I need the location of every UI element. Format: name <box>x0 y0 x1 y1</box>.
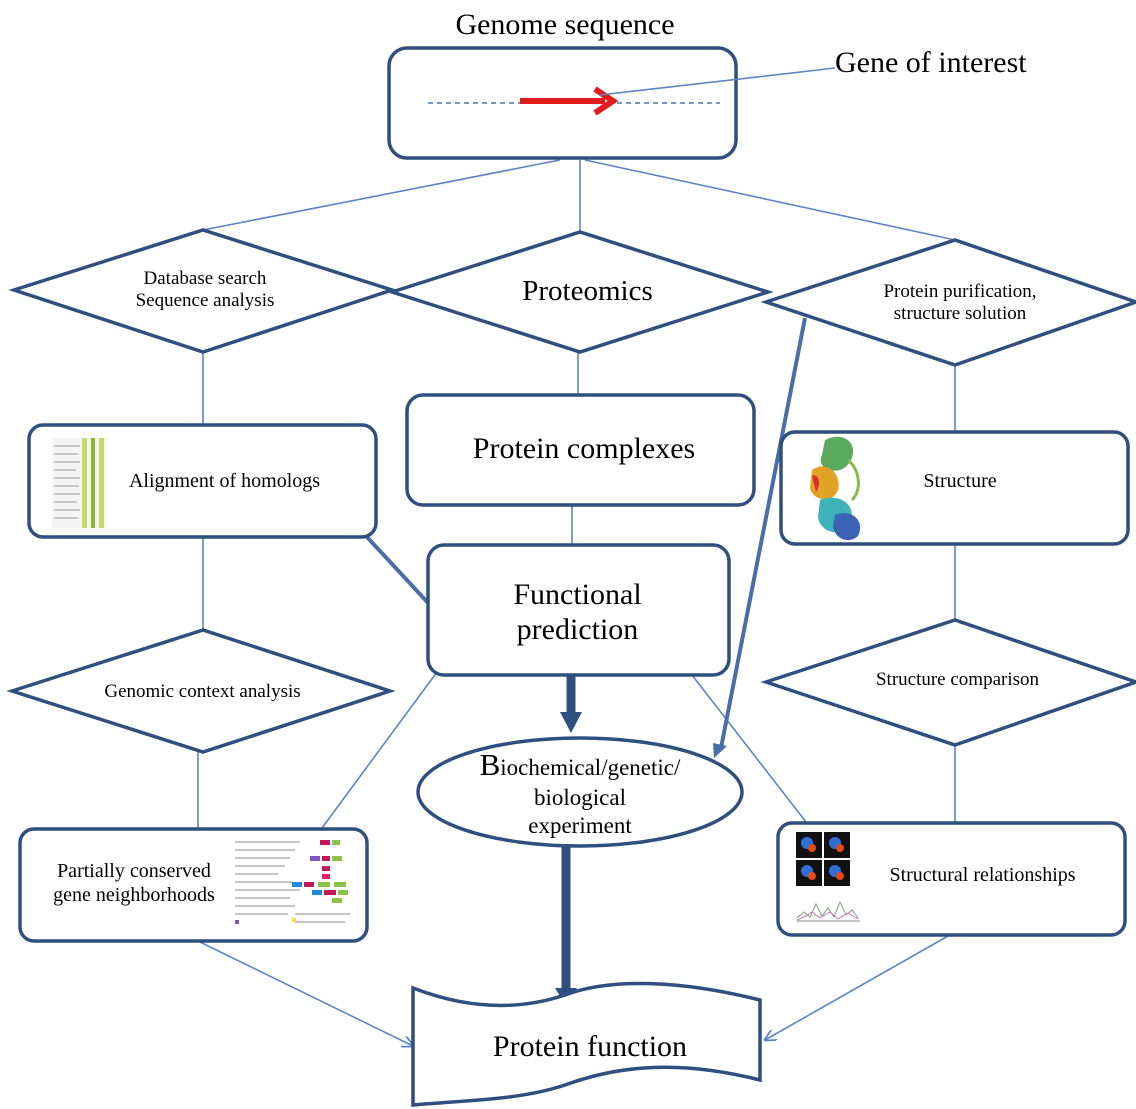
arrowhead-purification-experiment <box>713 743 727 758</box>
experiment-rest: iochemical/genetic/ biological experimen… <box>500 755 681 838</box>
neighborhoods-box <box>18 827 369 943</box>
protein-function-shape <box>411 981 762 1107</box>
protein-purification-diamond <box>760 238 1136 367</box>
experiment-label: Biochemical/genetic/ biological experime… <box>445 747 715 838</box>
structure-comparison-diamond <box>760 618 1136 747</box>
arrow-purification-experiment <box>719 317 807 749</box>
protein-function-label: Protein function <box>492 1030 688 1064</box>
gene-neighborhood-thumbnail <box>235 840 350 924</box>
arrow-neighborhoods-function <box>199 941 413 1046</box>
connector-alignment-prediction <box>365 535 432 607</box>
neighborhoods-label: Partially conserved gene neighborhoods <box>53 860 215 906</box>
structural-relationships-thumbnail <box>796 832 860 922</box>
proteomics-label: Proteomics <box>522 274 653 307</box>
structure-box <box>779 430 1130 546</box>
functional-prediction-label: Functional prediction <box>513 577 642 646</box>
gene-arrow-head <box>593 86 619 116</box>
protein-structure-thumbnail <box>810 436 861 541</box>
functional-prediction-box <box>426 543 731 677</box>
alignment-label: Alignment of homologs <box>128 470 321 493</box>
gene-pointer-line <box>599 67 836 96</box>
connector-lines <box>197 159 956 1046</box>
arrowhead-prediction-experiment <box>560 712 582 733</box>
connector-prediction-relationships <box>691 674 807 823</box>
structure-label: Structure <box>923 470 997 493</box>
experiment-ellipse <box>416 736 744 848</box>
experiment-initial: B <box>479 747 501 783</box>
genome-sequence-title: Genome sequence <box>455 8 675 42</box>
structural-relationships-box <box>776 821 1127 937</box>
genomic-context-diamond <box>6 628 396 754</box>
proteomics-diamond <box>386 230 774 354</box>
structure-comparison-label: Structure comparison <box>875 668 1040 690</box>
thick-connectors <box>365 317 807 749</box>
connector-genome-database <box>202 159 561 231</box>
structural-relationships-label: Structural relationships <box>889 864 1076 887</box>
protein-complexes-label: Protein complexes <box>472 432 696 466</box>
arrow-relationships-function <box>765 935 949 1040</box>
protein-complexes-box <box>405 393 756 507</box>
connector-genome-purification <box>584 159 956 241</box>
connector-prediction-neighborhoods <box>321 671 438 829</box>
protein-purification-label: Protein purification, structure solution <box>883 280 1037 324</box>
genomic-context-label: Genomic context analysis <box>104 680 301 702</box>
database-search-diamond <box>8 228 398 354</box>
alignment-box <box>27 423 378 539</box>
database-search-label: Database search Sequence analysis <box>135 267 275 311</box>
gene-of-interest-label: Gene of interest <box>835 46 1027 80</box>
alignment-thumbnail <box>52 438 107 528</box>
